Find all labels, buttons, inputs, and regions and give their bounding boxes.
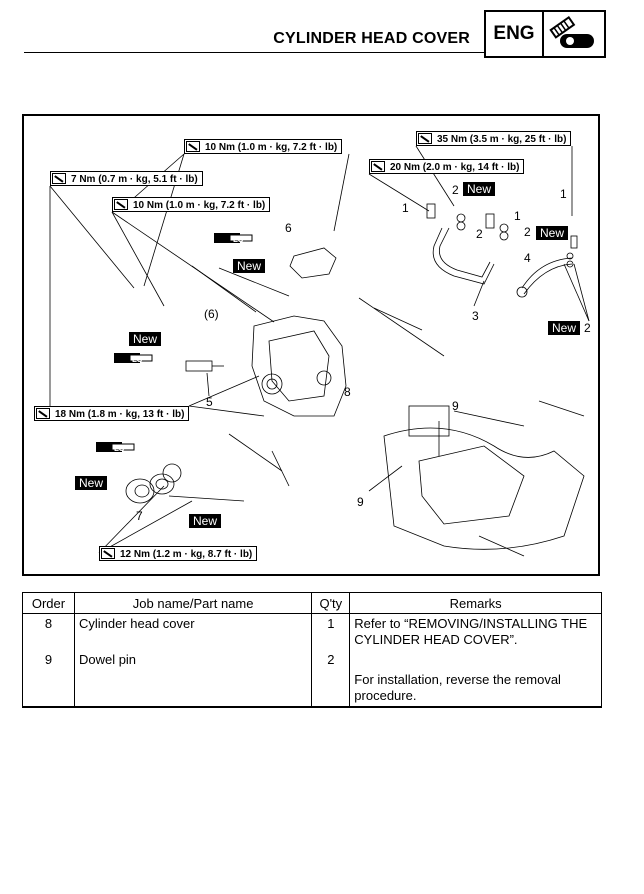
column-header: Order xyxy=(22,592,75,614)
part-callout: 9 xyxy=(357,495,364,509)
part-callout: 5 xyxy=(206,395,213,409)
table-footer-row: For installation, reverse the removal pr… xyxy=(22,670,602,708)
part-callout: 1 xyxy=(514,209,521,223)
new-part-tag: New xyxy=(536,226,569,240)
parts-table: Order Job name/Part name Q'ty Remarks 8 … xyxy=(22,592,602,708)
lubricant-tag: LS xyxy=(233,235,244,244)
header-rule xyxy=(24,52,484,53)
torque-label-12nm: 12 Nm (1.2 m · kg, 8.7 ft · lb) xyxy=(99,546,258,561)
part-callout: 2 xyxy=(584,321,591,335)
section-badge: ENG xyxy=(484,10,606,58)
torque-label-18nm: 18 Nm (1.8 m · kg, 13 ft · lb) xyxy=(34,406,190,421)
new-part-tag: New xyxy=(189,514,222,528)
torque-label-20nm: 20 Nm (2.0 m · kg, 14 ft · lb) xyxy=(369,159,525,174)
part-name-cell: Cylinder head cover xyxy=(73,613,313,650)
torque-wrench-icon xyxy=(52,173,66,184)
table-row: 9 Dowel pin 2 xyxy=(22,650,602,670)
lubricant-tag: LS xyxy=(114,444,125,453)
torque-label-35nm: 35 Nm (3.5 m · kg, 25 ft · lb) xyxy=(416,131,572,146)
part-callout: 7 xyxy=(136,509,143,523)
part-callout: 8 xyxy=(344,385,351,399)
torque-wrench-icon xyxy=(114,199,128,210)
part-callout: 9 xyxy=(452,399,459,413)
part-callout: 2 xyxy=(452,183,459,197)
part-callout: 2 xyxy=(524,225,531,239)
new-part-tag: New xyxy=(129,332,162,346)
order-cell: 8 xyxy=(22,613,75,650)
lubricant-tag: LS xyxy=(132,355,143,364)
torque-label-10nm-left: 10 Nm (1.0 m · kg, 7.2 ft · lb) xyxy=(112,197,271,212)
part-callout: 1 xyxy=(560,187,567,201)
qty-cell: 2 xyxy=(311,650,351,670)
exploded-diagram: 10 Nm (1.0 m · kg, 7.2 ft · lb) 35 Nm (3… xyxy=(22,114,600,576)
order-cell: 9 xyxy=(22,650,75,670)
qty-cell: 1 xyxy=(311,613,351,650)
torque-wrench-icon xyxy=(101,548,115,559)
part-name-cell: Dowel pin xyxy=(73,650,313,670)
part-callout: 4 xyxy=(524,251,531,265)
table-row: 8 Cylinder head cover 1 Refer to “REMOVI… xyxy=(22,613,602,650)
part-callout: 3 xyxy=(472,309,479,323)
new-part-tag: New xyxy=(233,259,266,273)
new-part-tag: New xyxy=(463,182,496,196)
part-callout: 1 xyxy=(402,201,409,215)
part-callout: 6 xyxy=(285,221,292,235)
torque-wrench-icon xyxy=(371,161,385,172)
column-header: Q'ty xyxy=(311,592,351,614)
new-part-tag: New xyxy=(548,321,581,335)
new-part-tag: New xyxy=(75,476,108,490)
part-callout: (6) xyxy=(204,307,219,321)
engine-section-icon xyxy=(549,15,594,48)
remarks-cell: Refer to “REMOVING/INSTALLING THE CYLIND… xyxy=(349,613,602,650)
part-callout: 2 xyxy=(476,227,483,241)
diagram-drawing xyxy=(49,145,590,557)
page-title: CYLINDER HEAD COVER xyxy=(273,30,470,47)
section-code: ENG xyxy=(486,12,544,56)
torque-wrench-icon xyxy=(36,408,50,419)
column-header: Job name/Part name xyxy=(73,592,313,614)
torque-label-7nm: 7 Nm (0.7 m · kg, 5.1 ft · lb) xyxy=(50,171,203,186)
installation-note: For installation, reverse the removal pr… xyxy=(349,670,602,708)
table-header-row: Order Job name/Part name Q'ty Remarks xyxy=(22,592,602,614)
torque-label-10nm-top: 10 Nm (1.0 m · kg, 7.2 ft · lb) xyxy=(184,139,343,154)
column-header: Remarks xyxy=(349,592,602,614)
torque-wrench-icon xyxy=(418,133,432,144)
remarks-cell xyxy=(349,650,602,670)
torque-wrench-icon xyxy=(186,141,200,152)
